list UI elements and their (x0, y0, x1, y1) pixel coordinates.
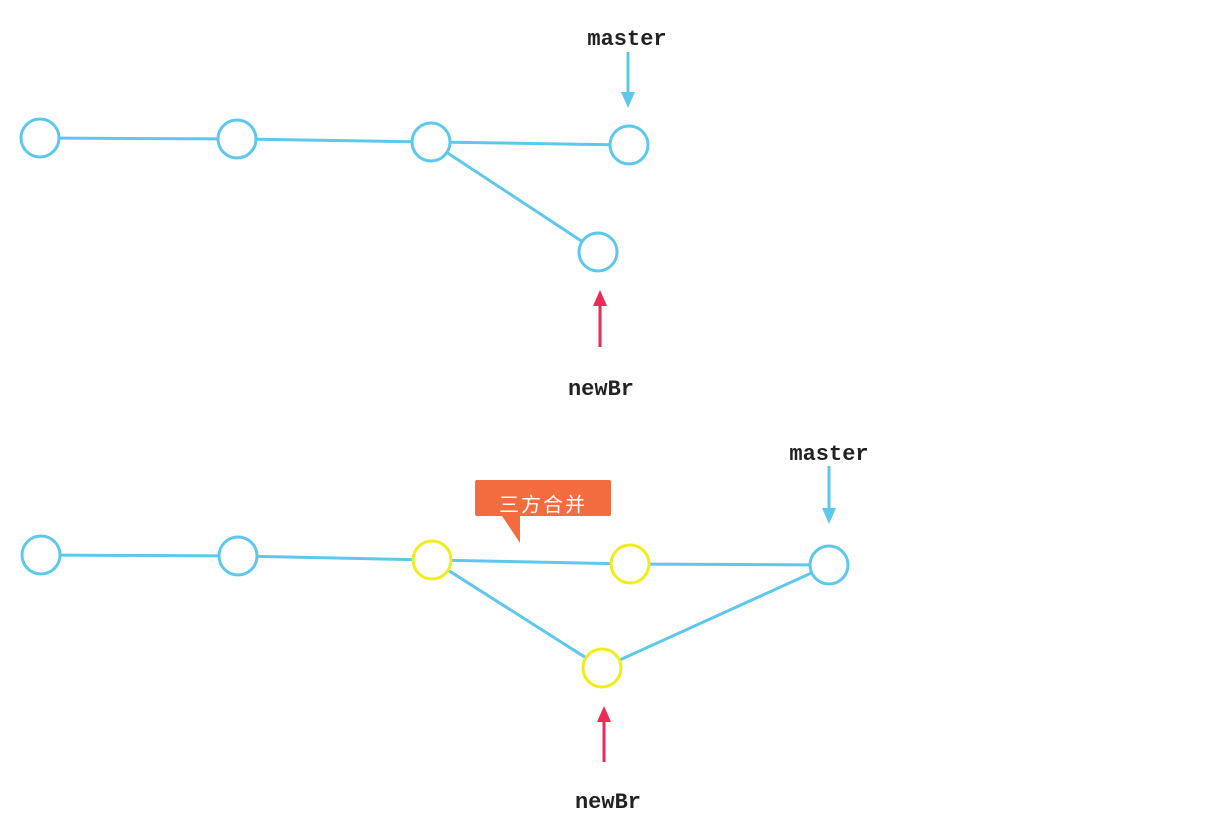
newbr-arrowhead-icon (593, 290, 607, 306)
commit-edge (449, 140, 611, 147)
commit-edge (59, 553, 220, 558)
newbr-arrowhead-icon (597, 706, 611, 722)
callout-label: 三方合并 (499, 493, 587, 517)
commit-node (19, 117, 61, 159)
commit-node-highlighted (411, 539, 453, 581)
commit-node (410, 121, 452, 163)
commit-edge (255, 137, 413, 144)
before-merge-diagram: master newBr (19, 27, 667, 402)
commit-node (217, 535, 259, 577)
callout-tail (502, 516, 520, 543)
commit-edge (58, 136, 219, 141)
commit-edge (447, 568, 587, 660)
commit-node (808, 544, 850, 586)
three-way-merge-callout: 三方合并 (475, 480, 611, 543)
commit-node (20, 534, 62, 576)
commit-node (577, 231, 619, 273)
commit-node (216, 118, 258, 160)
commit-node (608, 124, 650, 166)
commit-edge (450, 558, 612, 566)
commit-edge (256, 554, 414, 562)
commit-node-highlighted (581, 647, 623, 689)
newbr-branch-label: newBr (568, 377, 634, 402)
master-branch-label: master (587, 27, 666, 52)
after-merge-diagram: master newBr 三方合并 (20, 442, 869, 815)
master-branch-label: master (789, 442, 868, 467)
master-arrowhead-icon (822, 508, 836, 524)
commit-edge (446, 151, 583, 243)
master-arrowhead-icon (621, 92, 635, 108)
newbr-branch-label: newBr (575, 790, 641, 815)
commit-edge (618, 571, 813, 662)
callout-box (475, 480, 611, 516)
commit-node-highlighted (609, 543, 651, 585)
commit-edge (648, 562, 811, 567)
